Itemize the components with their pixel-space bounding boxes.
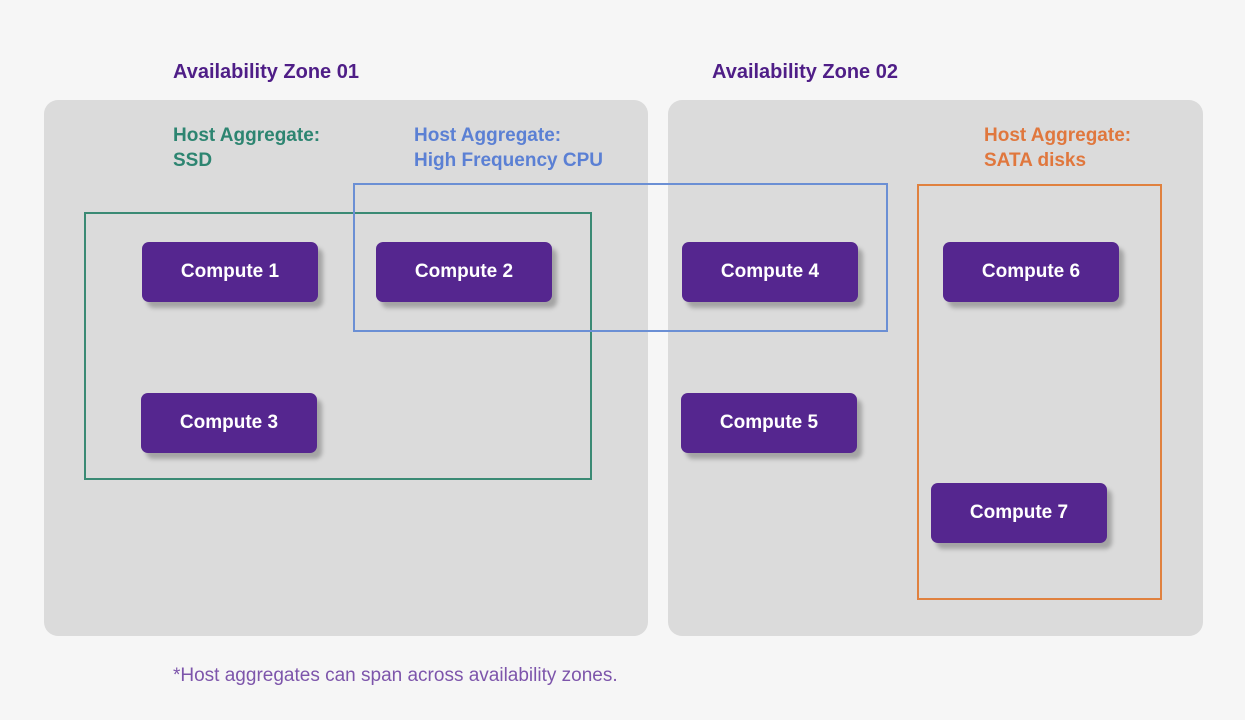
footnote: *Host aggregates can span across availab…: [173, 665, 618, 686]
compute-node-4: Compute 4: [682, 242, 858, 302]
aggregate-sata-boundary: [917, 184, 1162, 600]
aggregate-ssd-label-value: SSD: [173, 150, 213, 171]
zone-2-panel: [668, 100, 1203, 636]
aggregate-sata-label-value: SATA disks: [984, 150, 1087, 171]
aggregate-sata-label-prefix: Host Aggregate:: [984, 125, 1132, 146]
zone-2-heading: Availability Zone 02: [712, 61, 898, 83]
aggregate-hfcpu-label-prefix: Host Aggregate:: [414, 125, 562, 146]
aggregate-hfcpu-label: Host Aggregate: High Frequency CPU: [414, 123, 603, 173]
aggregate-hfcpu-label-value: High Frequency CPU: [414, 150, 603, 171]
aggregate-ssd-label: Host Aggregate: SSD: [173, 123, 320, 173]
compute-node-7: Compute 7: [931, 483, 1107, 543]
aggregate-ssd-boundary: [84, 212, 592, 480]
compute-node-1: Compute 1: [142, 242, 318, 302]
zone-1-heading: Availability Zone 01: [173, 61, 359, 83]
compute-node-6: Compute 6: [943, 242, 1119, 302]
zone-1-panel: [44, 100, 648, 636]
compute-node-5: Compute 5: [681, 393, 857, 453]
aggregate-sata-label: Host Aggregate: SATA disks: [984, 123, 1131, 173]
compute-node-2: Compute 2: [376, 242, 552, 302]
compute-node-3: Compute 3: [141, 393, 317, 453]
aggregate-hfcpu-boundary: [353, 183, 888, 332]
aggregate-ssd-label-prefix: Host Aggregate:: [173, 125, 321, 146]
